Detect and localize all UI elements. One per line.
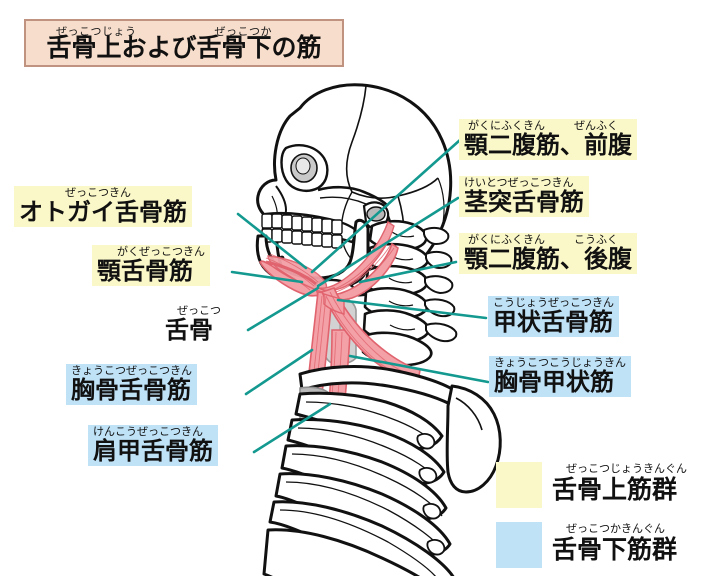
label-sternohyoid[interactable]: きょうこつぜっこつきん 胸骨舌骨筋 [66,364,197,405]
ribcage [262,391,455,576]
label-sternothyroid-ruby: きょうこつこうじょうきん [494,356,626,369]
title-ruby-left: ぜっこつじょう [56,25,137,38]
label-hyoid-bone-ruby: ぜっこつ [177,304,221,317]
leader-hyoid [246,286,320,332]
leader-digastric-anterior [310,138,462,274]
leader-omohyoid [252,402,332,454]
label-geniohyoid-text: オトガイ舌骨筋 [19,198,187,226]
zygomatic-arch [317,185,389,207]
label-digastric-posterior-ruby: がくにふくきん こうふく [464,233,632,246]
legend-text-suprahyoid: ぜっこつじょうきんぐん 舌骨上筋群 [552,462,687,504]
label-digastric-anterior-ruby-a: がくにふくきん [468,119,545,132]
label-hyoid-bone[interactable]: ぜっこつ 舌骨 [160,304,226,345]
leader-digastric-posterior [358,260,458,284]
legend-suprahyoid-text: 舌骨上筋群 [552,475,678,504]
title-ruby-right: ぜっこつか [214,25,272,38]
label-omohyoid[interactable]: けんこうぜっこつきん 肩甲舌骨筋 [88,425,218,466]
label-sternohyoid-text: 胸骨舌骨筋 [71,376,191,404]
label-digastric-anterior-ruby: がくにふくきん ぜんふく [464,119,632,132]
label-geniohyoid[interactable]: ぜっこつきん オトガイ舌骨筋 [14,186,192,227]
label-mylohyoid-ruby: がくぜっこつきん [117,245,205,258]
label-hyoid-bone-text: 舌骨 [165,316,213,344]
legend-text-infrahyoid: ぜっこつかきんぐん 舌骨下筋群 [552,522,677,564]
leader-lines [230,138,490,454]
label-digastric-posterior-text: 顎二腹筋、後腹 [464,245,632,273]
upper-teeth [261,213,343,235]
label-sternohyoid-ruby: きょうこつぜっこつきん [71,364,192,377]
legend: ぜっこつじょうきんぐん 舌骨上筋群 ぜっこつかきんぐん 舌骨下筋群 [496,462,710,570]
title-text: 舌骨上および舌骨下の筋 [46,33,322,62]
leader-thyrohyoid [336,298,488,320]
leader-mylohyoid [230,270,304,284]
legend-suprahyoid-ruby: ぜっこつじょうきんぐん [566,462,687,475]
label-sternothyroid-text: 胸骨甲状筋 [494,368,614,396]
leader-stylohyoid [316,196,460,288]
label-mylohyoid-text: 顎舌骨筋 [97,257,193,285]
label-thyrohyoid-ruby: こうじょうぜっこつきん [493,296,614,309]
page-title: ぜっこつじょう ぜっこつか 舌骨上および舌骨下の筋 [24,19,344,67]
label-thyrohyoid[interactable]: こうじょうぜっこつきん 甲状舌骨筋 [488,296,619,337]
label-stylohyoid-ruby: けいとつぜっこつきん [464,176,574,189]
leader-sternothyroid [348,354,490,384]
label-digastric-anterior-text: 顎二腹筋、前腹 [464,131,632,159]
label-geniohyoid-ruby: ぜっこつきん [65,186,131,199]
leader-sternohyoid [244,348,314,396]
label-digastric-posterior-ruby-b: こうふく [574,233,618,246]
label-sternothyroid[interactable]: きょうこつこうじょうきん 胸骨甲状筋 [489,356,631,397]
label-digastric-anterior[interactable]: がくにふくきん ぜんふく 顎二腹筋、前腹 [459,119,637,160]
legend-swatch-infrahyoid [496,522,542,568]
legend-infrahyoid-ruby: ぜっこつかきんぐん [566,522,665,535]
label-omohyoid-ruby: けんこうぜっこつきん [93,425,203,438]
legend-infrahyoid-text: 舌骨下筋群 [552,535,678,564]
title-ruby: ぜっこつじょう ぜっこつか [26,23,342,39]
label-thyrohyoid-text: 甲状舌骨筋 [493,308,613,336]
label-stylohyoid-text: 茎突舌骨筋 [464,188,584,216]
label-mylohyoid[interactable]: がくぜっこつきん 顎舌骨筋 [92,245,210,286]
scapula [445,384,502,494]
legend-row-infrahyoid: ぜっこつかきんぐん 舌骨下筋群 [496,522,710,570]
label-omohyoid-text: 肩甲舌骨筋 [93,437,213,465]
label-stylohyoid[interactable]: けいとつぜっこつきん 茎突舌骨筋 [459,176,589,217]
legend-row-suprahyoid: ぜっこつじょうきんぐん 舌骨上筋群 [496,462,710,510]
skeleton-group [255,83,502,576]
leader-geniohyoid [236,212,308,270]
label-digastric-posterior[interactable]: がくにふくきん こうふく 顎二腹筋、後腹 [459,233,637,274]
legend-swatch-suprahyoid [496,462,542,508]
label-digastric-posterior-ruby-a: がくにふくきん [468,233,545,246]
label-digastric-anterior-ruby-b: ぜんふく [574,119,618,132]
